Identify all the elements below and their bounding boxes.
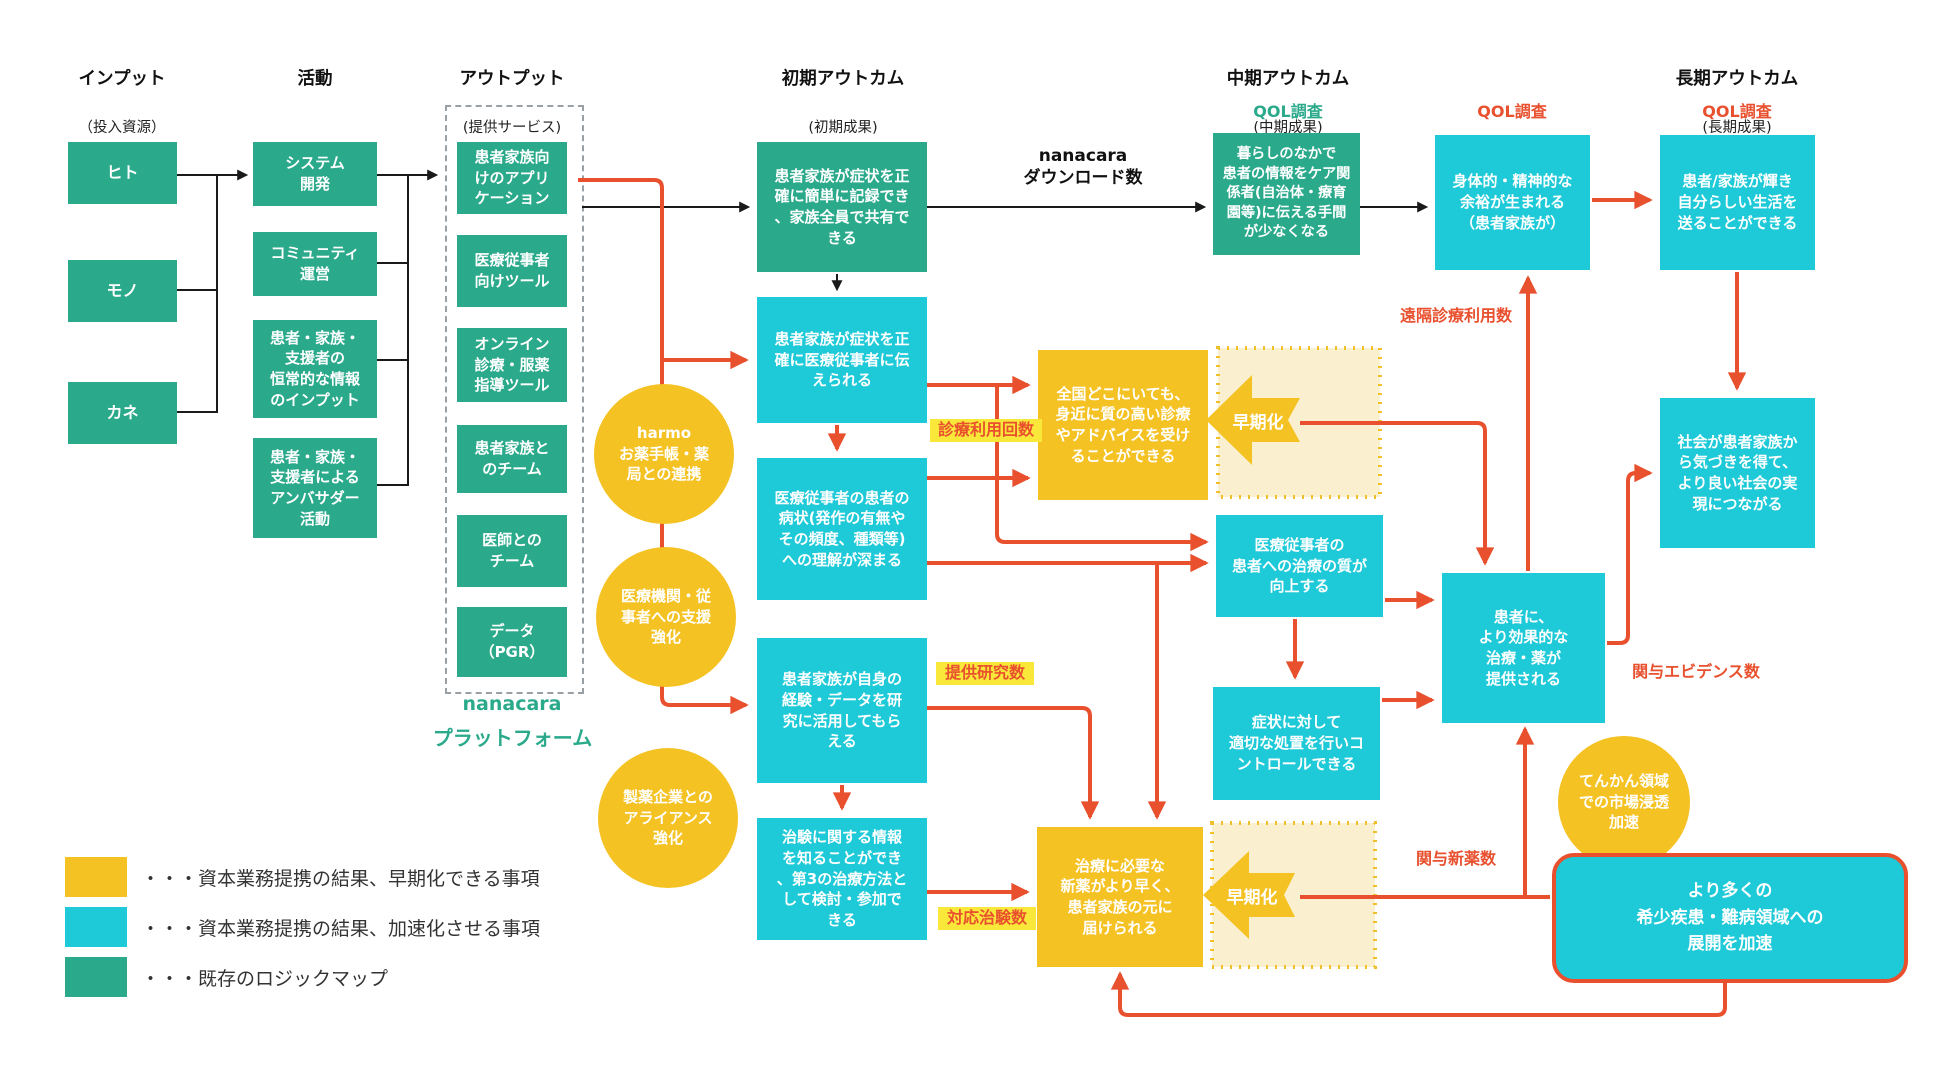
legend-item-accelerate: ・・・資本業務提携の結果、加速化させる事項	[65, 907, 540, 947]
box-chiken-info: 治験に関する情報 を知ることができ 、第3の治療方法と して検討・参加で きる	[757, 818, 927, 940]
box-input-hito: ヒト	[68, 142, 177, 204]
box-expand-rare-disease: より多くの 希少疾患・難病領域への 展開を加速	[1552, 853, 1908, 983]
box-output-online-tool: オンライン 診療・服薬 指導ツール	[457, 328, 567, 402]
label-shinryo-riyou: 診療利用回数	[930, 419, 1042, 442]
box-zenkoku-care: 全国どこにいても、 身近に質の高い診療 やアドバイスを受け ることができる	[1038, 350, 1208, 500]
header-mid-sub: (中期成果)	[1253, 120, 1323, 136]
box-quality-up: 医療従事者の 患者への治療の質が 向上する	[1216, 515, 1383, 617]
nanacara-platform-label-1: nanacara	[462, 693, 562, 715]
legend-item-early: ・・・資本業務提携の結果、早期化できる事項	[65, 857, 540, 897]
label-kanyo-shinyaku: 関与新薬数	[1415, 849, 1496, 868]
header-mid-title: 中期アウトカム	[1226, 69, 1350, 89]
box-tell-medical: 患者家族が症状を正 確に医療従事者に伝 えられる	[757, 297, 927, 423]
header-long-sub: (長期成果)	[1702, 120, 1772, 136]
box-output-team-family: 患者家族と のチーム	[457, 425, 567, 493]
box-input-kane: カネ	[68, 382, 177, 444]
header-early-sub: (初期成果)	[808, 120, 878, 136]
label-souki-2: 早期化	[1226, 888, 1278, 908]
box-activity-system-dev: システム 開発	[253, 142, 377, 206]
box-activity-ambassador: 患者・家族・ 支援者による アンバサダー 活動	[253, 438, 377, 538]
qol-survey-label-long: QOL調査	[1702, 102, 1772, 121]
souki-zone-rects	[1210, 346, 1382, 969]
label-teikyo-kenkyu: 提供研究数	[936, 662, 1034, 685]
label-kanyo-evidence: 関与エビデンス数	[1632, 662, 1760, 681]
box-activity-joho-input: 患者・家族・ 支援者の 恒常的な情報 のインプット	[253, 320, 377, 418]
box-output-data-pgr: データ （PGR）	[457, 607, 567, 677]
legend-label-early: ・・・資本業務提携の結果、早期化できる事項	[141, 867, 540, 890]
circle-epilepsy-market: てんかん領域 での市場浸透 加速	[1558, 736, 1690, 868]
legend-item-existing: ・・・既存のロジックマップ	[65, 957, 388, 997]
legend-swatch-green	[65, 957, 127, 997]
box-record-share: 患者家族が症状を正 確に簡単に記録でき 、家族全員で共有で きる	[757, 142, 927, 272]
box-better-society: 社会が患者家族か ら気づきを得て、 より良い社会の実 現につながる	[1660, 398, 1815, 548]
box-symptom-control: 症状に対して 適切な処置を行いコ ントロールできる	[1213, 687, 1380, 800]
box-output-team-doctor: 医師との チーム	[457, 515, 567, 587]
header-output: アウトプット (提供サービス)	[437, 46, 587, 156]
circle-pharma-alliance: 製薬企業との アライアンス 強化	[598, 748, 738, 888]
header-activity: 活動	[240, 46, 390, 109]
box-understanding-deepens: 医療従事者の患者の 病状(発作の有無や その頻度、種類等) への理解が深まる	[757, 458, 927, 600]
circle-harmo: harmo お薬手帳・薬 局との連携	[594, 384, 734, 524]
label-souki-1: 早期化	[1232, 413, 1284, 433]
header-long-outcome: 長期アウトカム (長期成果)	[1662, 46, 1812, 156]
box-output-tool-medical: 医療従事者 向けツール	[457, 235, 567, 307]
box-family-shine: 患者/家族が輝き 自分らしい生活を 送ることができる	[1660, 135, 1815, 270]
label-enkaku-shinryo: 遠隔診療利用数	[1399, 306, 1512, 325]
box-research-use: 患者家族が自身の 経験・データを研 究に活用してもら える	[757, 638, 927, 783]
header-early-title: 初期アウトカム	[781, 69, 905, 89]
label-taio-chiken: 対応治験数	[938, 907, 1036, 930]
header-input-sub: （投入資源）	[78, 120, 166, 136]
header-long-title: 長期アウトカム	[1675, 69, 1799, 89]
label-nanacara-downloads: nanacara ダウンロード数	[1023, 146, 1143, 189]
circle-medical-support: 医療機関・従 事者への支援 強化	[596, 547, 736, 687]
header-input: インプット （投入資源）	[47, 46, 197, 156]
box-effective-treatment: 患者に、 より効果的な 治療・薬が 提供される	[1442, 573, 1605, 723]
qol-survey-label-mid: QOL調査	[1253, 102, 1323, 121]
legend-label-existing: ・・・既存のロジックマップ	[141, 967, 389, 990]
header-mid-outcome: 中期アウトカム (中期成果)	[1213, 46, 1363, 156]
qol-survey-label-margin: QOL調査	[1477, 102, 1547, 121]
box-new-drug-delivery: 治療に必要な 新薬がより早く、 患者家族の元に 届けられる	[1037, 827, 1203, 967]
box-activity-community: コミュニティ 運営	[253, 232, 377, 296]
legend-swatch-yellow	[65, 857, 127, 897]
legend-swatch-cyan	[65, 907, 127, 947]
nanacara-platform-label-2: プラットフォーム	[432, 726, 593, 750]
box-input-mono: モノ	[68, 260, 177, 322]
header-early-outcome: 初期アウトカム (初期成果)	[768, 46, 918, 156]
header-output-sub: (提供サービス)	[462, 120, 562, 136]
header-activity-title: 活動	[297, 69, 333, 89]
legend-label-accelerate: ・・・資本業務提携の結果、加速化させる事項	[141, 917, 541, 940]
souki-block-arrows	[1203, 375, 1300, 939]
box-kurashi: 暮らしのなかで 患者の情報をケア関 係者(自治体・療育 園等)に伝える手間 が少…	[1213, 133, 1360, 255]
box-mental-margin: 身体的・精神的な 余裕が生まれる （患者家族が）	[1435, 135, 1590, 270]
header-input-title: インプット	[78, 69, 166, 89]
box-output-app: 患者家族向 けのアプリ ケーション	[457, 142, 567, 214]
header-output-title: アウトプット	[459, 69, 565, 89]
